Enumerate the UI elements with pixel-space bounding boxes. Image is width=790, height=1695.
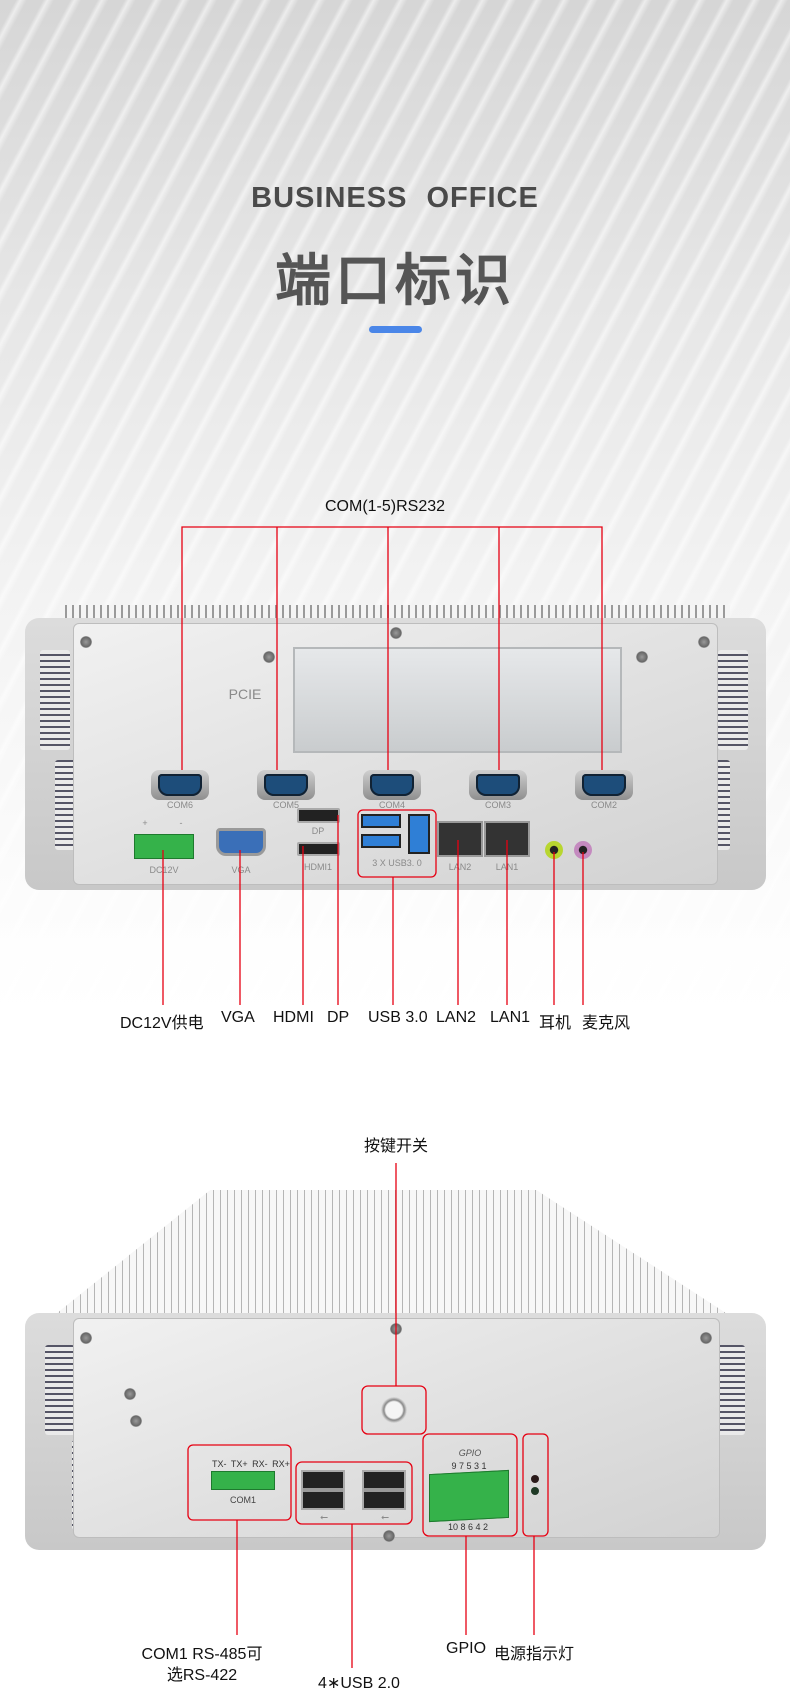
- power-button[interactable]: [381, 1397, 407, 1423]
- usb3-port: [361, 834, 401, 848]
- headphone-jack: [545, 841, 563, 859]
- com4-port: [363, 770, 421, 800]
- power-led: [531, 1475, 539, 1483]
- com1-pin-label: TX+: [230, 1459, 248, 1469]
- callout-dp: DP: [327, 1009, 350, 1026]
- pcie-slot-opening: [293, 647, 622, 753]
- dp-port: [297, 808, 340, 823]
- lan2-port: [437, 821, 483, 857]
- com5-port: [257, 770, 315, 800]
- lan2-silk: LAN2: [448, 862, 472, 872]
- screw-icon: [698, 636, 710, 648]
- com-bracket-line: [181, 526, 603, 770]
- usb-icon: ⭠: [381, 1512, 389, 1523]
- left-vent: [40, 650, 70, 750]
- screw-icon: [263, 651, 275, 663]
- pcie-label: PCIE: [228, 686, 262, 702]
- vga-silk: VGA: [231, 865, 251, 875]
- usb3-silk: 3 X USB3. 0: [372, 858, 422, 868]
- callout-dc12v: DC12V供电: [120, 1015, 204, 1032]
- screw-icon: [124, 1388, 136, 1400]
- gpio-highlight-box: [422, 1433, 518, 1537]
- com1-terminal-block: [211, 1471, 275, 1490]
- screw-icon: [700, 1332, 712, 1344]
- com3-silk: COM3: [484, 800, 511, 810]
- com-callout-title: COM(1-5)RS232: [324, 498, 446, 515]
- screw-icon: [383, 1530, 395, 1542]
- callout-com1-line2: 选RS-422: [166, 1667, 238, 1684]
- callout-gpio: GPIO: [446, 1640, 487, 1657]
- callout-power-led: 电源指示灯: [494, 1646, 575, 1663]
- led-highlight-box: [522, 1433, 549, 1537]
- dp-silk: DP: [311, 826, 325, 836]
- dc-minus-silk: -: [179, 818, 183, 828]
- com1-pin-labels: TX- TX+ RX- RX+: [212, 1459, 290, 1469]
- title-underline: [369, 326, 422, 333]
- com6-silk: COM6: [166, 800, 193, 810]
- right-vent: [715, 1345, 745, 1435]
- microphone-jack: [574, 841, 592, 859]
- power-button-highlight-box: [361, 1385, 427, 1435]
- callout-vga: VGA: [221, 1009, 255, 1026]
- vga-port: [216, 828, 266, 856]
- callout-usb2: 4∗USB 2.0: [318, 1675, 400, 1692]
- gpio-silk: GPIO: [458, 1448, 482, 1458]
- page-subtitle: BUSINESS OFFICE: [251, 182, 539, 214]
- callout-lan1: LAN1: [490, 1009, 531, 1026]
- usb2-dual-port: [362, 1470, 406, 1510]
- dc-plus-silk: +: [142, 818, 148, 828]
- heatsink-top: [25, 1190, 766, 1315]
- gpio-pins-even: 10 8 6 4 2: [447, 1522, 489, 1532]
- callout-headphone: 耳机: [539, 1015, 572, 1032]
- com5-silk: COM5: [272, 800, 299, 810]
- hdmi-port: [297, 842, 340, 856]
- com1-pin-label: RX+: [272, 1459, 290, 1469]
- callout-hdmi: HDMI: [273, 1009, 314, 1026]
- com1-pin-label: RX-: [252, 1459, 268, 1469]
- dc12v-power-terminal: [134, 834, 194, 859]
- screw-icon: [80, 1332, 92, 1344]
- callout-usb3: USB 3.0: [368, 1009, 428, 1026]
- usb-icon: ⭠: [320, 1512, 328, 1523]
- screw-icon: [390, 627, 402, 639]
- right-vent: [718, 650, 748, 750]
- dc12v-silk: DC12V: [149, 865, 179, 875]
- callout-power-button: 按键开关: [363, 1138, 428, 1155]
- usb3-port: [408, 814, 430, 854]
- left-vent: [45, 1345, 75, 1435]
- com2-port: [575, 770, 633, 800]
- com2-silk: COM2: [590, 800, 617, 810]
- screw-icon: [130, 1415, 142, 1427]
- status-led: [531, 1487, 539, 1495]
- usb3-port: [361, 814, 401, 828]
- hdmi-silk: HDMI1: [303, 862, 332, 872]
- usb2-dual-port: [301, 1470, 345, 1510]
- callout-microphone: 麦克风: [582, 1015, 631, 1032]
- screw-icon: [636, 651, 648, 663]
- com1-pin-label: TX-: [212, 1459, 227, 1469]
- callout-com1-line1: COM1 RS-485可: [141, 1646, 263, 1663]
- callout-lan2: LAN2: [436, 1009, 477, 1026]
- screw-icon: [80, 636, 92, 648]
- page-title: 端口标识: [275, 249, 515, 312]
- com3-port: [469, 770, 527, 800]
- com1-silk: COM1: [229, 1495, 256, 1505]
- usb2-highlight-box: [295, 1461, 413, 1525]
- usb3-highlight-box: [357, 809, 437, 878]
- com6-port: [151, 770, 209, 800]
- gpio-pins-odd: 9 7 5 3 1: [451, 1461, 487, 1471]
- com1-highlight-box: [187, 1444, 292, 1521]
- com4-silk: COM4: [378, 800, 405, 810]
